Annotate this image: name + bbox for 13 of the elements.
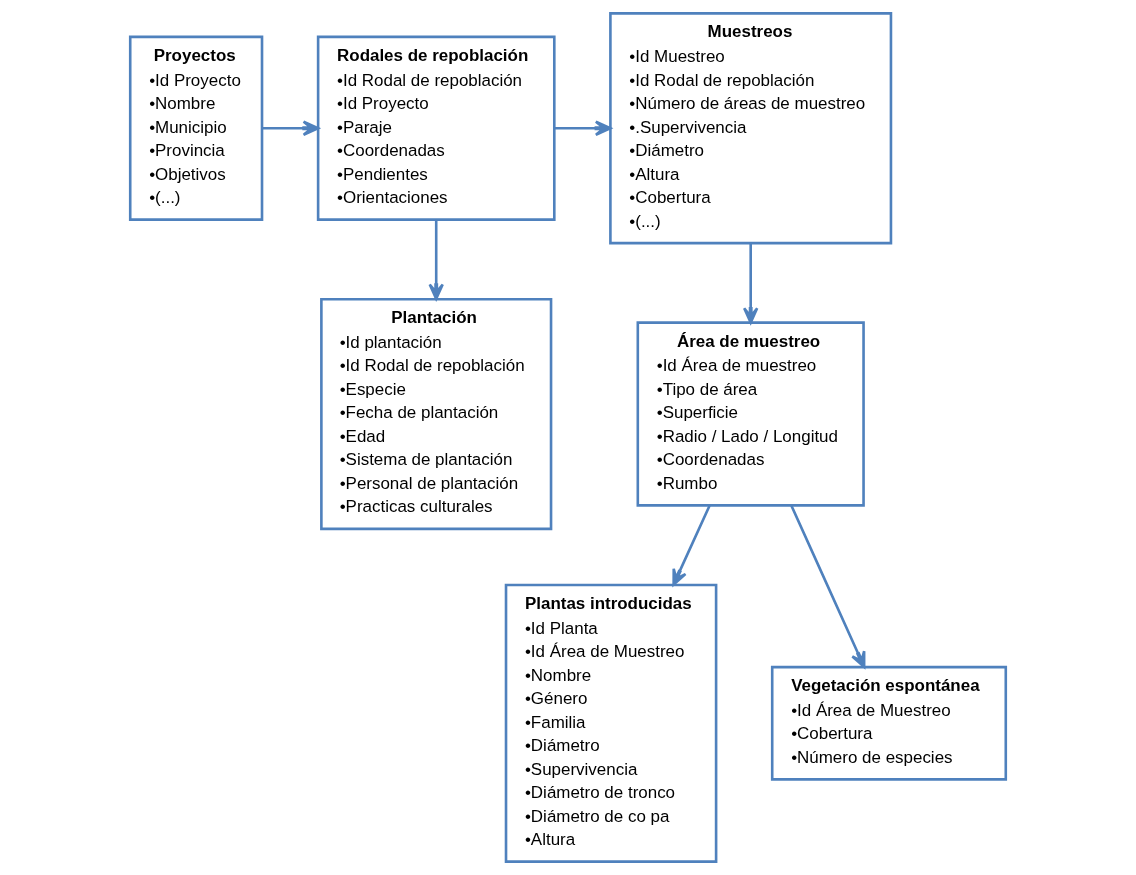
node-box: Plantas introducidas •Id Planta •Id Área de Muestreo •Nombre •Género •Familia •Diámetro •Supervivencia •Diámetro de tronco •Diámetro de co pa •Altura: [504, 583, 718, 863]
arrow: [672, 505, 711, 586]
node-box: Vegetación espontánea •Id Área de Muestreo •Cobertura •Número de especies: [770, 665, 1008, 781]
arrow: [262, 120, 320, 136]
node-box: Rodales de repoblación •Id Rodal de repoblación •Id Proyecto •Paraje •Coordenadas •Pendientes •Orientaciones: [316, 35, 556, 221]
arrow: [790, 505, 866, 669]
arrow: [428, 219, 444, 301]
node-box: Plantación •Id plantación •Id Rodal de repoblación •Especie •Fecha de plantación •Edad •Sistema de plantación •Personal de plantación •Practicas culturales: [320, 297, 553, 531]
node-box: Muestreos •Id Muestreo •Id Rodal de repoblación •Número de áreas de muestreo •.Supervivencia •Diámetro •Altura •Cobertura •(...): [609, 12, 893, 245]
node-box: Área de muestreo •Id Área de muestreo •Tipo de área •Superficie •Radio / Lado / Longitud •Coordenadas •Rumbo: [636, 321, 865, 507]
arrow: [554, 120, 612, 136]
arrow: [742, 243, 759, 324]
node-box: Proyectos •Id Proyecto •Nombre •Municipio •Provincia •Objetivos •(...): [128, 35, 264, 221]
